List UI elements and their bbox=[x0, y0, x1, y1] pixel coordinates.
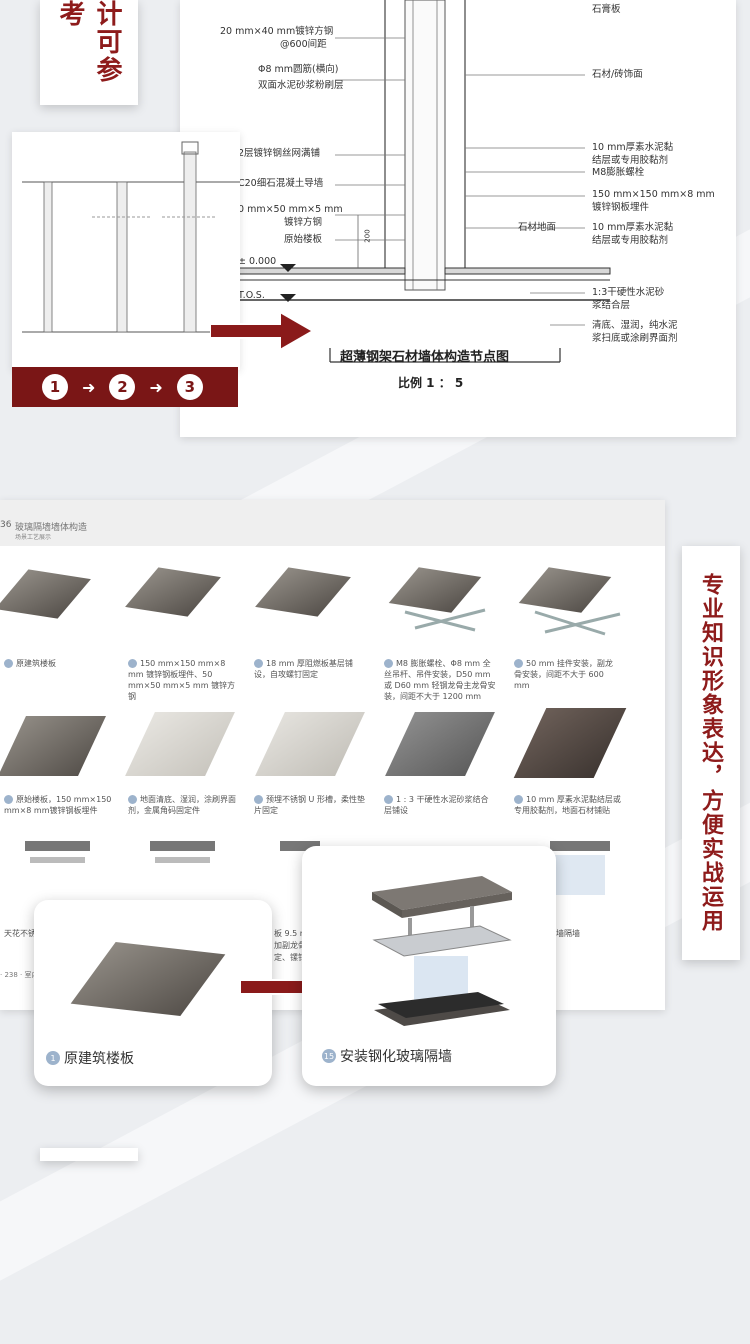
annotation: 2层镀锌钢丝网满铺 bbox=[238, 148, 321, 159]
annotation: 浆扫底或涂刷界面剂 bbox=[592, 333, 678, 344]
footer-tab bbox=[40, 1148, 138, 1161]
step-number-icon: 1 bbox=[46, 1051, 60, 1065]
popup-label: 1 原建筑楼板 bbox=[46, 1048, 134, 1068]
arrow-right-icon: ➜ bbox=[149, 377, 163, 397]
annotation: 清底、湿润，纯水泥 bbox=[592, 320, 678, 331]
slab-image bbox=[125, 712, 235, 776]
book-section-subtitle: 场景工艺展示 bbox=[15, 534, 52, 541]
book-header bbox=[0, 500, 665, 546]
side-tab-text: 专业知识形象表达，方便实战运用 bbox=[698, 573, 724, 933]
side-tab: 专业知识形象表达，方便实战运用 bbox=[682, 546, 740, 960]
caption: 板 9.5 m bbox=[274, 929, 308, 938]
annotation: C20细石混凝土导墙 bbox=[238, 178, 324, 189]
header-tab: 计可参考 bbox=[40, 0, 138, 105]
slab-image bbox=[385, 712, 495, 776]
caption: 天花不锈 bbox=[4, 929, 36, 938]
annotation: 结层或专用胶黏剂 bbox=[592, 155, 669, 166]
book-section-title: 玻璃隔墙墙体构造 bbox=[15, 523, 88, 533]
caption: 加副龙骨与 bbox=[274, 941, 314, 950]
slab-image bbox=[0, 569, 91, 619]
annotation: 10 mm厚素水泥黏 bbox=[592, 222, 674, 233]
caption: 10 mm 厚素水泥黏结层或专用胶黏剂，地面石材铺贴 bbox=[514, 795, 621, 815]
caption: 50 mm 挂件安装，副龙骨安装，间距不大于 600 mm bbox=[514, 659, 613, 690]
annotation: 150 mm×150 mm×8 mm bbox=[592, 189, 715, 200]
level-label: ± 0.000 bbox=[238, 256, 277, 267]
annotation: @600间距 bbox=[280, 39, 327, 50]
step-circle: 3 bbox=[176, 374, 203, 400]
book-footer: · 238 · 室内 bbox=[0, 971, 39, 979]
annotation: 石膏板 bbox=[592, 4, 621, 15]
caption: 定、镙钉 bbox=[274, 953, 306, 962]
floor-label: 石材地面 bbox=[518, 222, 557, 233]
annotation: 1:3干硬性水泥砂 bbox=[592, 287, 665, 298]
step-sequence-bar: 1 ➜ 2 ➜ 3 bbox=[12, 367, 238, 407]
caption: 原始楼板，150 mm×150 mm×8 mm镀锌钢板埋件 bbox=[4, 795, 112, 815]
glass-partition-image bbox=[372, 876, 512, 1026]
popup-label: 15 安装钢化玻璃隔墙 bbox=[322, 1049, 452, 1065]
step-drawing-card bbox=[12, 132, 240, 370]
arrow-right-icon: ➜ bbox=[82, 377, 96, 397]
slab-image bbox=[255, 567, 351, 617]
slab-image bbox=[255, 712, 365, 776]
popup-card-right: 15 安装钢化玻璃隔墙 bbox=[302, 846, 556, 1086]
drawing-title: 超薄钢架石材墙体构造节点图 bbox=[340, 350, 510, 365]
annotation: Φ8 mm圆筋(横向) bbox=[258, 64, 339, 75]
step-circle: 2 bbox=[109, 374, 136, 400]
annotation: 10 mm厚素水泥黏 bbox=[592, 142, 674, 153]
drawing-card: 20 mm×40 mm镀锌方钢 @600间距 Φ8 mm圆筋(横向) 双面水泥砂… bbox=[180, 0, 736, 437]
caption: 预埋不锈钢 U 形槽，柔性垫片固定 bbox=[254, 795, 365, 815]
header-tab-text: 计可参考 bbox=[55, 0, 122, 84]
level-label: T.O.S. bbox=[238, 290, 265, 301]
ceiling-frames bbox=[25, 841, 610, 895]
caption: 墙隔墙 bbox=[556, 929, 580, 938]
annotation: 0 mm×50 mm×5 mm bbox=[238, 204, 343, 215]
construction-node-drawing bbox=[219, 0, 611, 363]
step-number-icon: 15 bbox=[322, 1049, 336, 1063]
step-circle: 1 bbox=[42, 374, 68, 400]
caption: 150 mm×150 mm×8 mm 镀锌钢板埋件、50 mm×50 mm×5 … bbox=[128, 659, 236, 701]
slab-image bbox=[513, 708, 627, 778]
annotation: 结层或专用胶黏剂 bbox=[592, 235, 669, 246]
caption: 18 mm 厚阻燃板基层铺设，自攻螺钉固定 bbox=[254, 659, 353, 679]
popup-card-left: 1 原建筑楼板 bbox=[34, 900, 272, 1086]
caption: 原建筑楼板 bbox=[4, 658, 124, 669]
dimension-label: 200 bbox=[363, 229, 372, 243]
annotation: 双面水泥砂浆粉刷层 bbox=[258, 80, 344, 91]
step-drawings bbox=[22, 141, 240, 333]
annotation: 20 mm×40 mm镀锌方钢 bbox=[220, 26, 334, 37]
annotation: 镀锌方钢 bbox=[284, 217, 323, 228]
caption: 1 : 3 干硬性水泥砂浆结合层铺设 bbox=[384, 795, 489, 815]
slab-image bbox=[0, 716, 106, 776]
keel-frame bbox=[404, 608, 621, 636]
slab-image bbox=[70, 942, 226, 1016]
drawing-scale: 比例 1 ： 5 bbox=[398, 376, 464, 390]
caption: M8 膨胀螺栓、Φ8 mm 全丝吊杆、吊件安装，D50 mm 或 D60 mm … bbox=[384, 659, 496, 701]
arrow-right-icon bbox=[210, 310, 315, 352]
annotation: 镀锌钢板埋件 bbox=[592, 202, 650, 213]
annotation: M8膨胀螺栓 bbox=[592, 167, 645, 178]
book-page-number: 36 bbox=[0, 520, 12, 530]
annotation: 原始楼板 bbox=[284, 234, 323, 245]
annotation: 石材/砖饰面 bbox=[592, 69, 643, 80]
caption: 地面清底、湿润，涂刷界面剂，金属角码固定件 bbox=[128, 795, 236, 815]
slab-image bbox=[125, 567, 221, 617]
annotation: 浆结合层 bbox=[592, 300, 631, 311]
